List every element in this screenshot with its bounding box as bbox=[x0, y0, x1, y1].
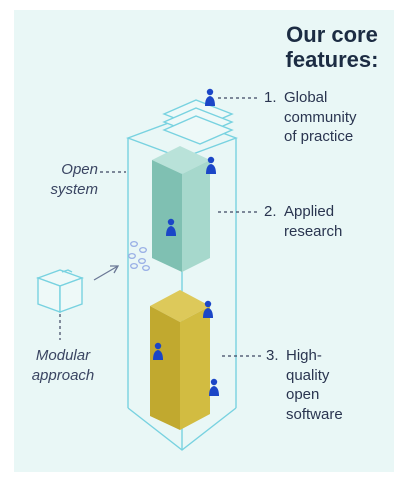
stacked-layers-icon bbox=[162, 99, 234, 145]
person-icon bbox=[153, 342, 163, 360]
diagram-illustration bbox=[35, 88, 262, 451]
person-icons bbox=[153, 88, 219, 396]
open-system-label: Open system bbox=[50, 161, 98, 198]
feature-number: 2. bbox=[264, 203, 277, 220]
features-heading: Our core features: bbox=[285, 22, 379, 72]
person-icon bbox=[206, 156, 216, 174]
feature-text: Global community of practice bbox=[284, 89, 357, 145]
feature-text: Applied research bbox=[284, 203, 343, 240]
modular-cube-icon bbox=[35, 269, 85, 313]
person-icon bbox=[203, 300, 213, 318]
diagram-panel: Our core features: 1. Global community o… bbox=[14, 10, 394, 472]
feature-number: 3. bbox=[266, 347, 279, 364]
feature-text: High- quality open software bbox=[286, 347, 343, 423]
arrow-icon bbox=[93, 265, 120, 281]
person-icon bbox=[209, 378, 219, 396]
person-icon bbox=[166, 218, 176, 236]
circles-cluster-icon bbox=[128, 240, 150, 272]
modular-approach-label: Modular approach bbox=[31, 347, 95, 384]
feature-number: 1. bbox=[264, 89, 277, 106]
teal-block bbox=[152, 146, 210, 272]
dashed-leader-lines bbox=[59, 97, 262, 357]
person-icon bbox=[205, 88, 215, 106]
olive-block bbox=[150, 290, 210, 430]
